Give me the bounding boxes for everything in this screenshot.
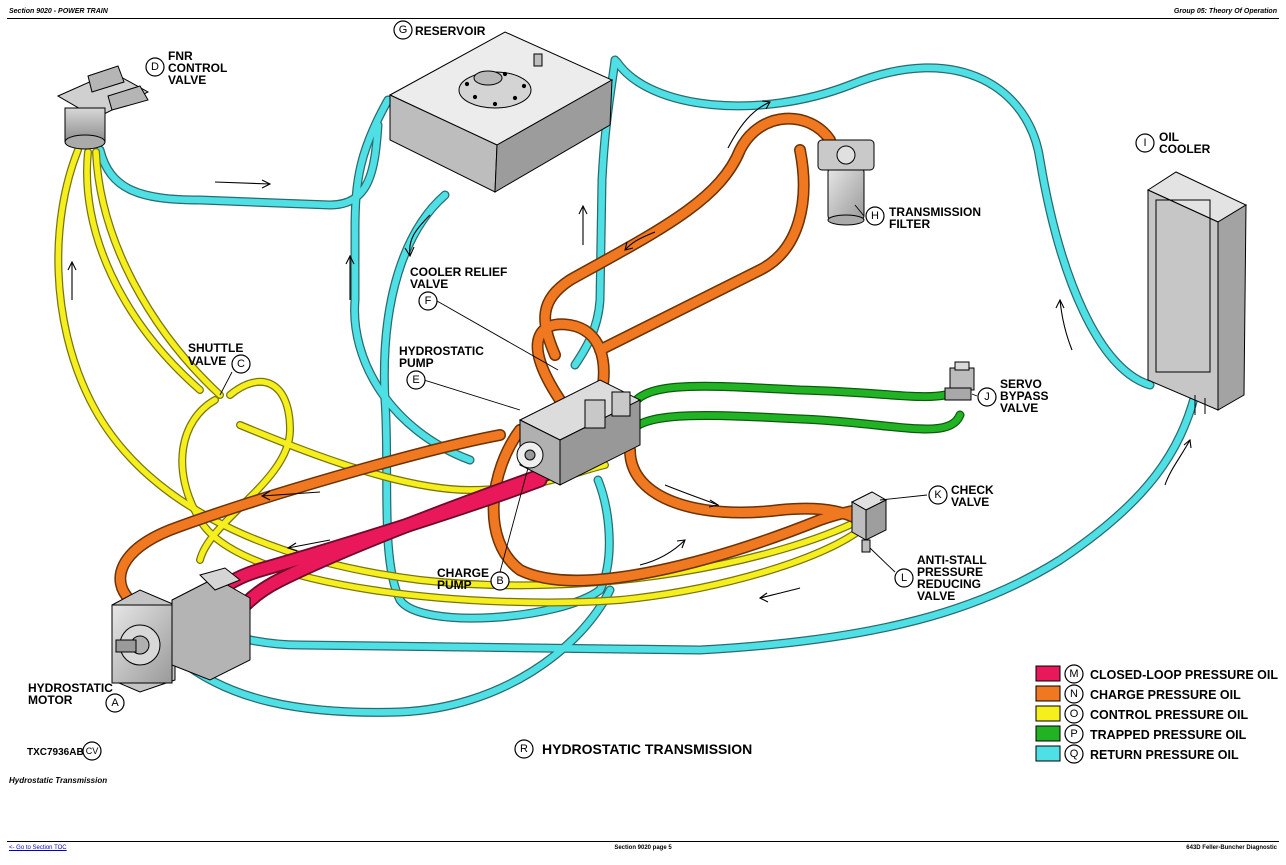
svg-text:HYDROSTATIC: HYDROSTATIC — [399, 344, 484, 358]
svg-text:PUMP: PUMP — [437, 578, 472, 592]
check-valve-block — [850, 491, 888, 553]
svg-text:F: F — [425, 295, 432, 307]
svg-text:COOLER RELIEF: COOLER RELIEF — [410, 265, 507, 279]
charge-hoses — [114, 112, 866, 606]
legend-item-n: N CHARGE PRESSURE OIL — [1035, 684, 1241, 704]
callout-a: HYDROSTATIC MOTOR A — [28, 681, 125, 713]
svg-text:CHARGE: CHARGE — [437, 566, 489, 580]
footer-manual-title: 643D Feller-Buncher Diagnostic — [1186, 845, 1277, 851]
oil-cooler — [1146, 171, 1248, 415]
callout-f: COOLER RELIEF VALVE F — [410, 265, 507, 311]
svg-text:CV: CV — [86, 746, 99, 756]
legend-item-m: M CLOSED-LOOP PRESSURE OIL — [1035, 664, 1278, 684]
svg-text:ANTI-STALL: ANTI-STALL — [917, 553, 987, 567]
callout-j: J SERVO BYPASS VALVE — [977, 377, 1048, 415]
svg-text:CONTROL PRESSURE OIL: CONTROL PRESSURE OIL — [1090, 708, 1248, 722]
trapped-hoses — [625, 381, 965, 435]
transmission-filter — [817, 139, 875, 226]
svg-text:HYDROSTATIC TRANSMISSION: HYDROSTATIC TRANSMISSION — [542, 741, 752, 757]
servo-bypass-valve — [944, 361, 975, 401]
legend-item-p: P TRAPPED PRESSURE OIL — [1035, 724, 1247, 744]
svg-text:CHECK: CHECK — [951, 483, 994, 497]
svg-text:M: M — [1069, 668, 1078, 680]
callout-i: I OIL COOLER — [1135, 130, 1211, 156]
svg-text:VALVE: VALVE — [917, 589, 955, 603]
legend-item-q: Q RETURN PRESSURE OIL — [1035, 744, 1239, 764]
callout-b: CHARGE PUMP B — [437, 566, 510, 592]
callout-h: H TRANSMISSION FILTER — [865, 205, 981, 231]
svg-text:VALVE: VALVE — [188, 354, 226, 368]
header-group: Group 05: Theory Of Operation — [1173, 8, 1277, 15]
svg-text:FNR: FNR — [168, 49, 193, 63]
hydrostatic-motor — [111, 567, 251, 693]
svg-text:MOTOR: MOTOR — [28, 693, 73, 707]
go-to-section-toc-link[interactable]: <- Go to Section TOC — [9, 845, 67, 851]
callout-k: K CHECK VALVE — [928, 483, 994, 509]
svg-text:L: L — [901, 572, 907, 584]
diagram-title: R HYDROSTATIC TRANSMISSION — [514, 739, 752, 759]
figure-id: TXC7936AB CV — [27, 741, 102, 761]
svg-text:N: N — [1070, 688, 1078, 700]
svg-text:Q: Q — [1070, 748, 1079, 760]
fnr-control-valve — [56, 65, 150, 150]
svg-text:D: D — [151, 61, 159, 73]
svg-text:CHARGE PRESSURE OIL: CHARGE PRESSURE OIL — [1090, 688, 1241, 702]
callout-l: ANTI-STALL PRESSURE REDUCING VALVE L — [894, 553, 987, 603]
svg-text:VALVE: VALVE — [951, 495, 989, 509]
callout-c: SHUTTLE VALVE C — [188, 341, 251, 374]
svg-text:CLOSED-LOOP PRESSURE OIL: CLOSED-LOOP PRESSURE OIL — [1090, 668, 1278, 682]
leader-lines — [219, 204, 978, 573]
header-section: Section 9020 - POWER TRAIN — [9, 8, 108, 15]
svg-text:TRANSMISSION: TRANSMISSION — [889, 205, 981, 219]
svg-text:VALVE: VALVE — [1000, 401, 1038, 415]
svg-text:G: G — [399, 24, 408, 36]
svg-text:OIL: OIL — [1159, 130, 1179, 144]
footer-divider — [7, 841, 1279, 842]
svg-text:B: B — [496, 575, 503, 587]
svg-text:FILTER: FILTER — [889, 217, 930, 231]
svg-text:CONTROL: CONTROL — [168, 61, 227, 75]
svg-text:COOLER: COOLER — [1159, 142, 1211, 156]
hydrostatic-pump — [516, 379, 642, 486]
svg-text:HYDROSTATIC: HYDROSTATIC — [28, 681, 113, 695]
svg-text:PRESSURE: PRESSURE — [917, 565, 983, 579]
svg-text:O: O — [1070, 708, 1079, 720]
svg-text:I: I — [1143, 137, 1146, 149]
svg-text:J: J — [984, 391, 990, 403]
callout-e: HYDROSTATIC PUMP E — [399, 344, 484, 390]
svg-text:BYPASS: BYPASS — [1000, 389, 1048, 403]
svg-text:C: C — [237, 358, 245, 370]
svg-text:SHUTTLE: SHUTTLE — [188, 341, 243, 355]
header-divider — [7, 18, 1279, 19]
svg-text:VALVE: VALVE — [410, 277, 448, 291]
svg-text:REDUCING: REDUCING — [917, 577, 981, 591]
callout-d: D FNR CONTROL VALVE — [145, 49, 227, 87]
svg-text:E: E — [412, 374, 419, 386]
figure-caption: Hydrostatic Transmission — [9, 776, 108, 785]
svg-text:VALVE: VALVE — [168, 73, 206, 87]
svg-text:SERVO: SERVO — [1000, 377, 1042, 391]
footer-page-number: Section 9020 page 5 — [614, 845, 672, 851]
svg-text:RESERVOIR: RESERVOIR — [415, 24, 486, 38]
svg-text:H: H — [871, 210, 879, 222]
svg-text:TXC7936AB: TXC7936AB — [27, 747, 84, 758]
callout-g: G RESERVOIR — [393, 20, 486, 40]
svg-text:P: P — [1070, 728, 1077, 740]
control-hoses — [54, 146, 864, 607]
svg-text:TRAPPED PRESSURE OIL: TRAPPED PRESSURE OIL — [1090, 728, 1247, 742]
legend: M CLOSED-LOOP PRESSURE OIL N CHARGE PRES… — [1035, 664, 1278, 764]
svg-text:A: A — [111, 697, 119, 709]
svg-text:RETURN PRESSURE OIL: RETURN PRESSURE OIL — [1090, 748, 1239, 762]
svg-text:PUMP: PUMP — [399, 356, 434, 370]
reservoir — [388, 31, 614, 193]
flow-arrows — [67, 100, 1192, 603]
svg-text:K: K — [934, 489, 942, 501]
legend-item-o: O CONTROL PRESSURE OIL — [1035, 704, 1248, 724]
svg-text:R: R — [520, 743, 528, 755]
